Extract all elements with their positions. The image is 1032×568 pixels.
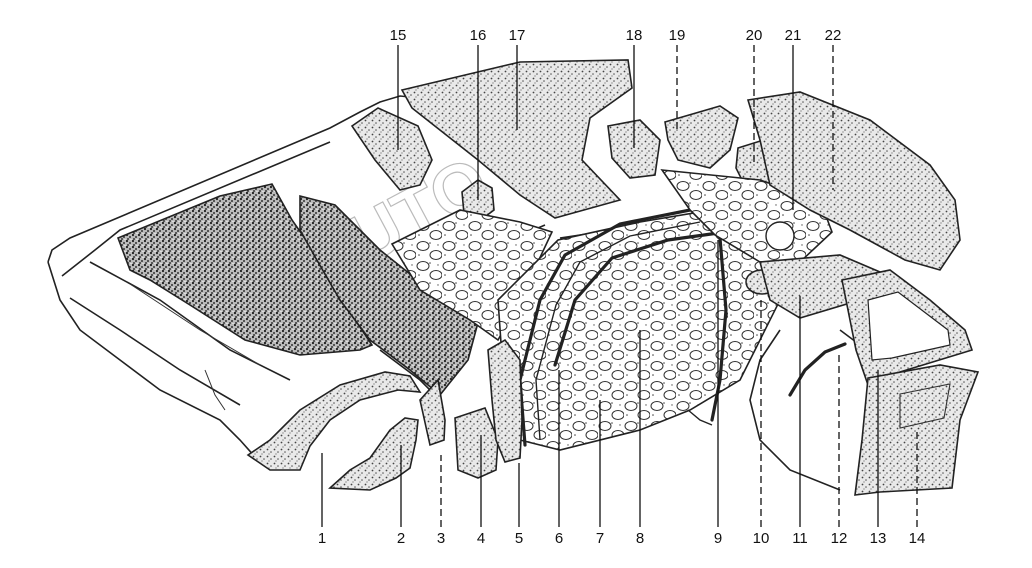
part-17-roof-panel	[400, 59, 633, 219]
callout-19: 19	[669, 27, 686, 44]
callout-7: 7	[596, 530, 604, 547]
part-3-strip	[419, 378, 446, 447]
callout-13: 13	[870, 530, 887, 547]
callout-18: 18	[626, 27, 643, 44]
part-12-arc-strip	[788, 342, 847, 397]
callout-3: 3	[437, 530, 445, 547]
callout-10: 10	[753, 530, 770, 547]
part-2-bracket	[328, 417, 419, 491]
part-5-post-trim	[487, 338, 523, 463]
callout-4: 4	[477, 530, 485, 547]
callout-20: 20	[746, 27, 763, 44]
part-18-bracket	[607, 119, 661, 179]
callout-16: 16	[470, 27, 487, 44]
floor-mat-rear	[497, 211, 802, 451]
callout-21: 21	[785, 27, 802, 44]
callout-17: 17	[509, 27, 526, 44]
part-14-side-panel	[854, 364, 980, 496]
callout-8: 8	[636, 530, 644, 547]
callout-15: 15	[390, 27, 407, 44]
leader-lines	[321, 45, 918, 527]
part-15-pad	[350, 107, 433, 191]
part-1-wheel-arch	[246, 371, 422, 471]
callout-22: 22	[825, 27, 842, 44]
part-14-window	[899, 383, 951, 429]
callout-5: 5	[515, 530, 523, 547]
part-19-panel	[664, 105, 739, 169]
callout-11: 11	[792, 530, 808, 547]
floor-insulation-front	[116, 183, 374, 356]
callout-6: 6	[555, 530, 563, 547]
callout-2: 2	[397, 530, 405, 547]
callout-1: 1	[318, 530, 326, 547]
part-4-pillar	[454, 407, 499, 479]
part-21-hole	[765, 221, 795, 251]
part-13-frame-opening	[867, 291, 951, 361]
callout-labels: 15 16 17 18 19 20 21 22 1 2 3 4 5 6 7 8 …	[318, 27, 926, 547]
part-22-rear-shelf	[746, 91, 961, 271]
callout-14: 14	[909, 530, 926, 547]
callout-12: 12	[831, 530, 848, 547]
callout-9: 9	[714, 530, 722, 547]
